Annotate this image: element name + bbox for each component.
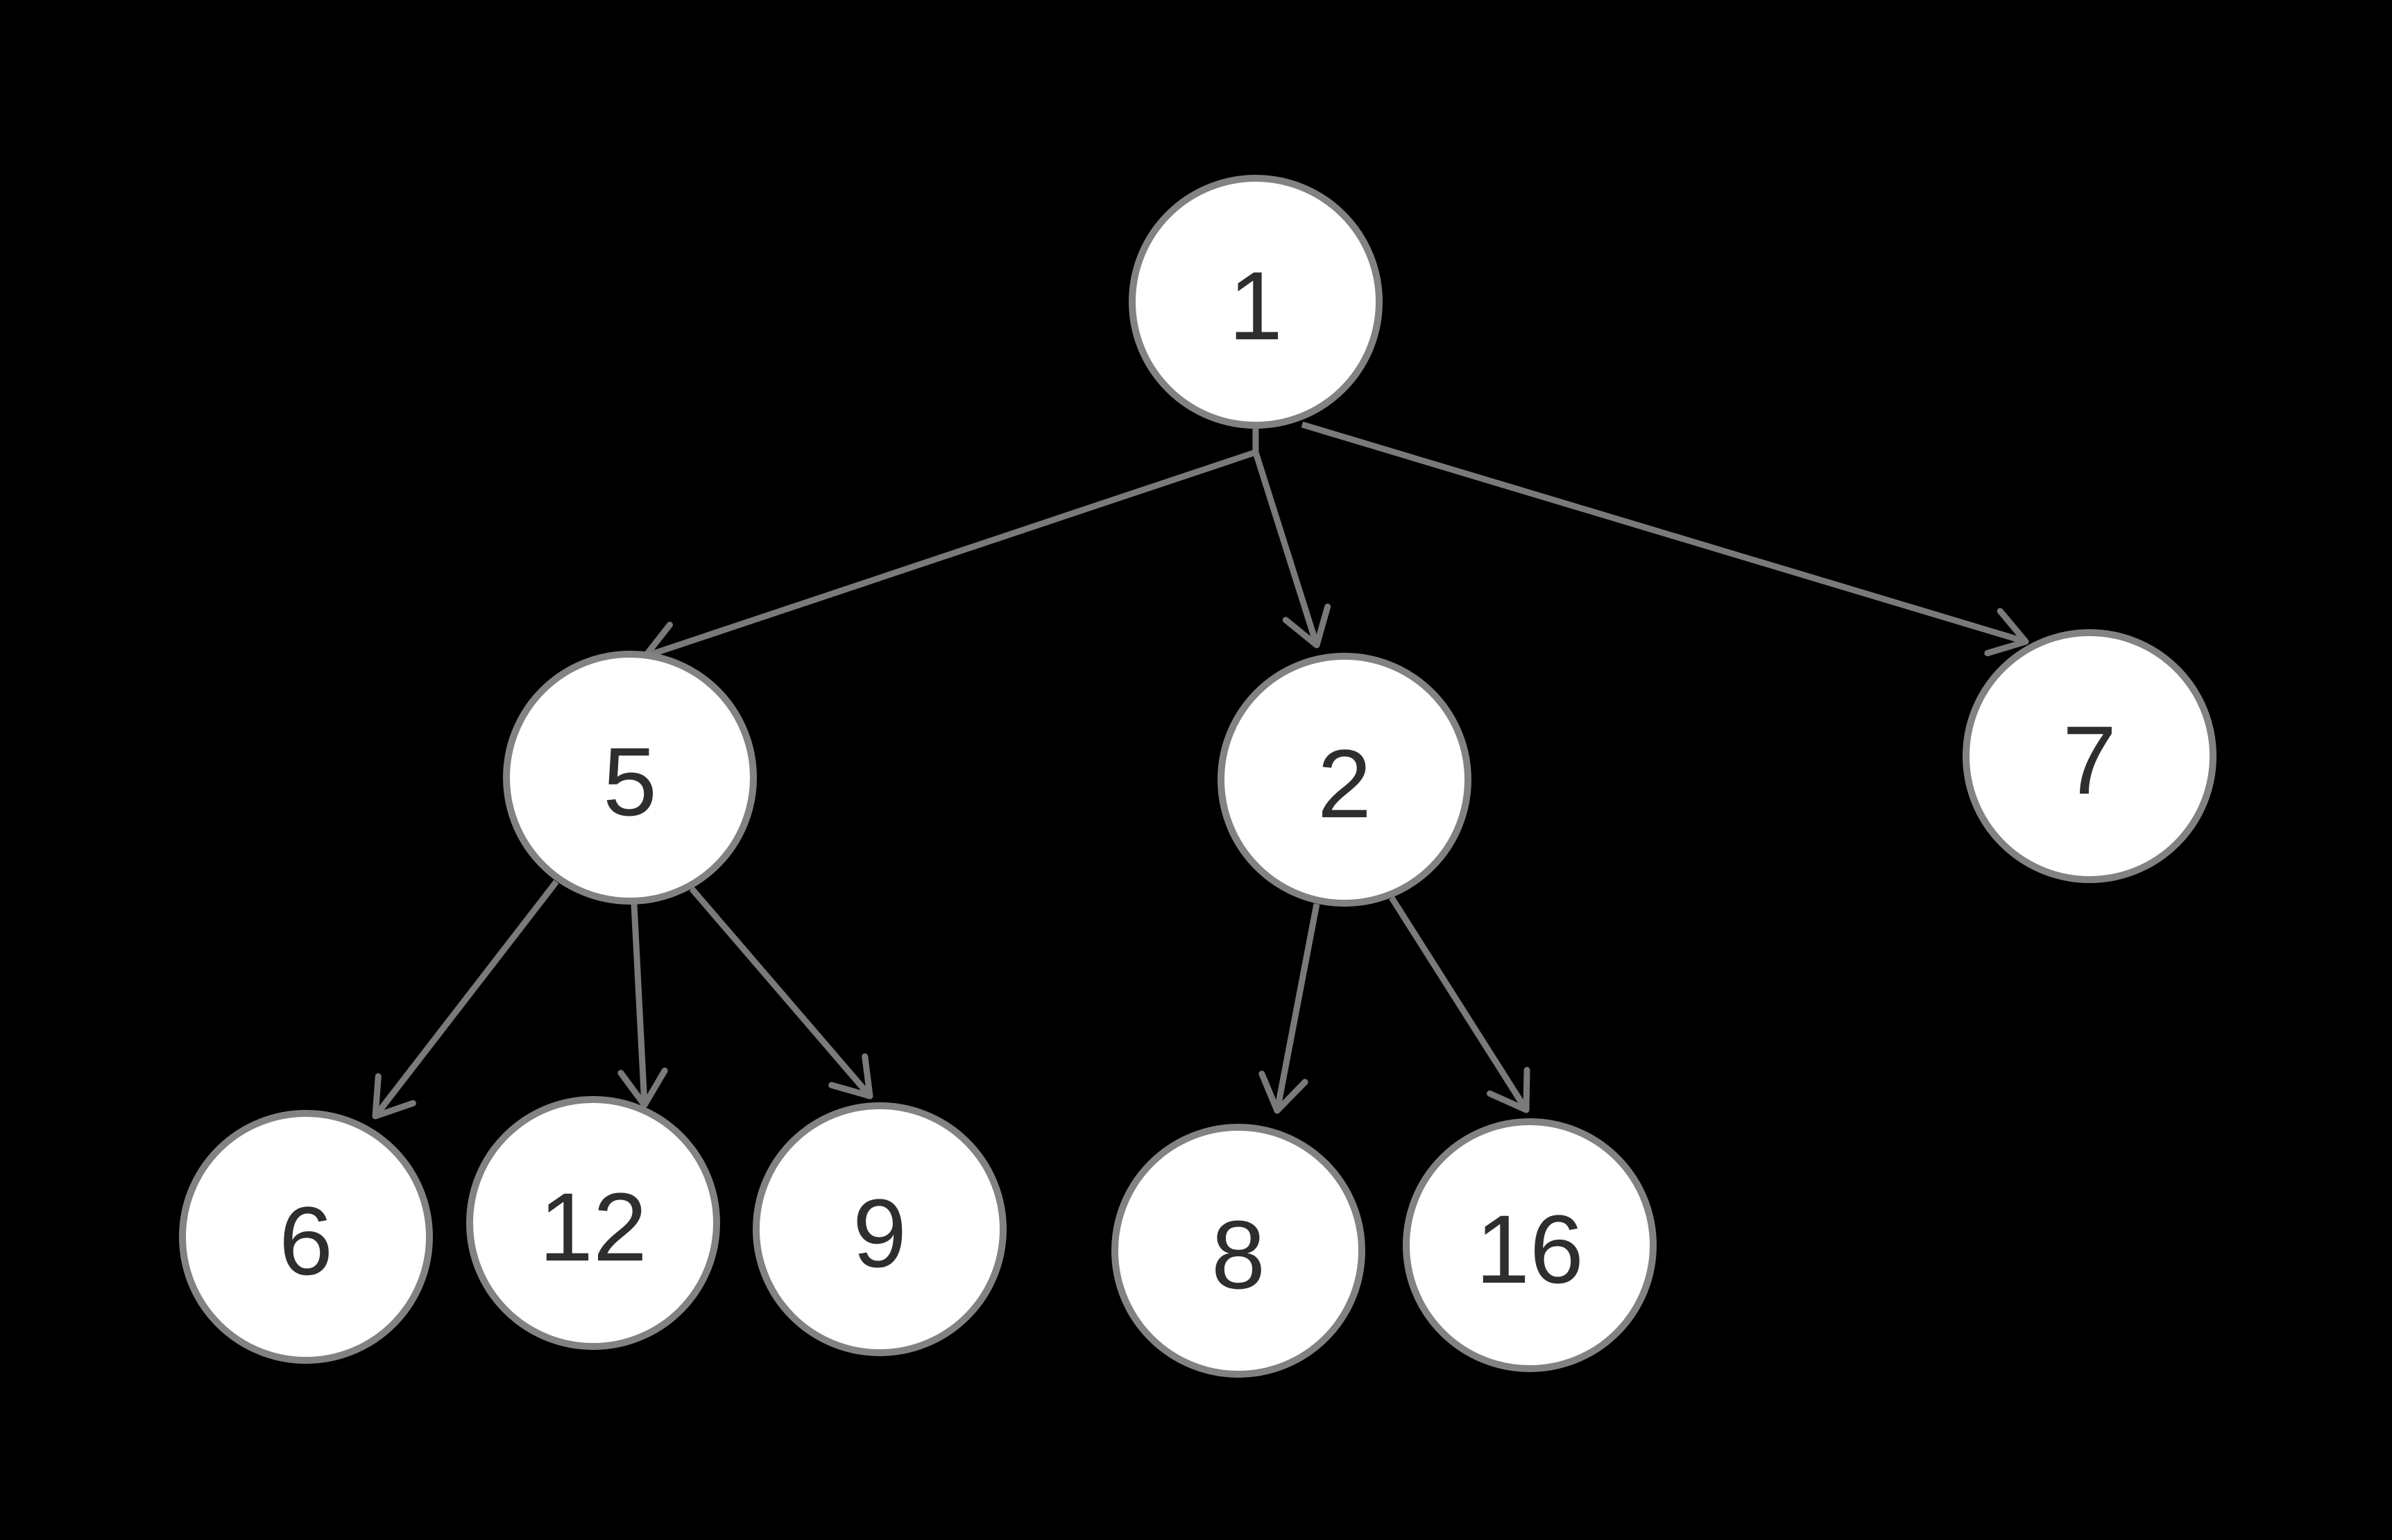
edge-5-12: [617, 903, 668, 1109]
node-circle-6: [179, 1110, 433, 1364]
node-label-12: 12: [539, 1172, 647, 1281]
tree-node-8: 8: [1111, 1124, 1365, 1378]
node-circle-7: [1963, 629, 2216, 883]
node-label-7: 7: [2062, 705, 2117, 814]
node-circle-2: [1218, 653, 1471, 907]
node-circle-12: [466, 1096, 720, 1350]
edge-1-2: [1252, 451, 1331, 649]
edge-2-16: [1389, 896, 1530, 1113]
tree-node-9: 9: [753, 1102, 1007, 1356]
edge-5-6: [372, 880, 559, 1120]
node-label-1: 1: [1229, 251, 1283, 360]
node-circle-5: [503, 651, 757, 905]
tree-node-16: 16: [1403, 1118, 1657, 1372]
edge-5-9: [689, 887, 873, 1100]
edge-1-7: [1301, 421, 2029, 657]
tree-node-12: 12: [466, 1096, 720, 1350]
node-circle-1: [1129, 175, 1383, 429]
node-label-8: 8: [1211, 1200, 1265, 1309]
tree-node-5: 5: [503, 651, 757, 905]
edge-1-5: [642, 449, 1257, 670]
tree-node-1: 1: [1129, 175, 1383, 429]
node-circle-9: [753, 1102, 1007, 1356]
node-circle-16: [1403, 1118, 1657, 1372]
node-label-5: 5: [603, 727, 657, 836]
node-label-9: 9: [853, 1179, 907, 1287]
node-label-6: 6: [279, 1186, 333, 1295]
edge-2-8: [1258, 903, 1320, 1114]
node-label-2: 2: [1317, 729, 1372, 838]
tree-node-7: 7: [1963, 629, 2216, 883]
tree-node-2: 2: [1218, 653, 1471, 907]
tree-node-6: 6: [179, 1110, 433, 1364]
node-circle-8: [1111, 1124, 1365, 1378]
node-label-16: 16: [1476, 1195, 1584, 1303]
